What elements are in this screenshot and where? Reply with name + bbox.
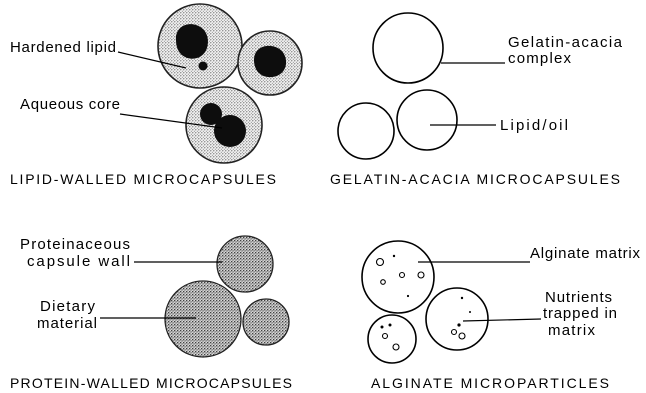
caption-lipid-walled: LIPID-WALLED MICROCAPSULES — [10, 171, 276, 187]
protein-walled-panel: Proteinaceous capsule wall Dietary mater… — [10, 236, 292, 391]
trapped-nutrient — [381, 326, 384, 329]
trapped-nutrient — [393, 255, 395, 257]
label-trapped-in: trapped in — [543, 305, 617, 322]
alginate-particle-right — [426, 288, 488, 350]
trapped-nutrient — [381, 280, 386, 285]
hardened-lipid-core — [176, 24, 208, 59]
label-hardened-lipid: Hardened lipid — [10, 39, 116, 56]
lipid-walled-panel: Hardened lipid Aqueous core LIPID-WALLED… — [10, 4, 302, 187]
gelatin-microcapsule-right — [397, 90, 457, 150]
trapped-nutrient — [393, 344, 399, 350]
caption-alginate: ALGINATE MICROPARTICLES — [371, 375, 609, 391]
label-complex: complex — [508, 50, 572, 67]
label-aqueous-core: Aqueous core — [20, 96, 120, 113]
gelatin-microcapsule-left — [338, 103, 394, 159]
label-dietary: Dietary — [40, 298, 96, 315]
protein-microcapsule-small — [243, 299, 289, 345]
trapped-nutrient — [400, 273, 405, 278]
trapped-nutrient — [459, 333, 465, 339]
trapped-nutrient — [407, 295, 409, 297]
hardened-lipid-droplet — [199, 62, 208, 71]
gelatin-microcapsule-top — [373, 13, 443, 83]
label-alginate-matrix: Alginate matrix — [530, 245, 641, 262]
gelatin-acacia-panel: Gelatin-acacia complex Lipid/oil GELATIN… — [330, 13, 623, 187]
label-lipid-oil: Lipid/oil — [500, 117, 568, 134]
label-material: material — [37, 315, 97, 332]
caption-protein-walled: PROTEIN-WALLED MICROCAPSULES — [10, 375, 292, 391]
trapped-nutrient — [461, 297, 463, 299]
aqueous-core-large — [214, 115, 246, 147]
alginate-particle-small — [368, 315, 416, 363]
protein-microcapsule-top — [217, 236, 273, 292]
label-matrix: matrix — [548, 322, 596, 339]
label-capsule-wall: capsule wall — [27, 253, 130, 270]
trapped-nutrient — [452, 330, 457, 335]
trapped-nutrient — [377, 259, 384, 266]
trapped-nutrient — [457, 323, 460, 326]
caption-gelatin-acacia: GELATIN-ACACIA MICROCAPSULES — [330, 171, 620, 187]
trapped-nutrient — [383, 334, 388, 339]
label-gelatin-acacia: Gelatin-acacia — [508, 34, 623, 51]
label-proteinaceous: Proteinaceous — [20, 236, 130, 253]
trapped-nutrient — [389, 324, 392, 327]
trapped-nutrient — [418, 272, 424, 278]
trapped-nutrient — [469, 311, 471, 313]
label-nutrients: Nutrients — [545, 289, 612, 306]
alginate-panel: Alginate matrix Nutrients trapped in mat… — [362, 241, 641, 391]
hardened-lipid-core — [254, 46, 286, 77]
protein-microcapsule-large — [165, 281, 241, 357]
